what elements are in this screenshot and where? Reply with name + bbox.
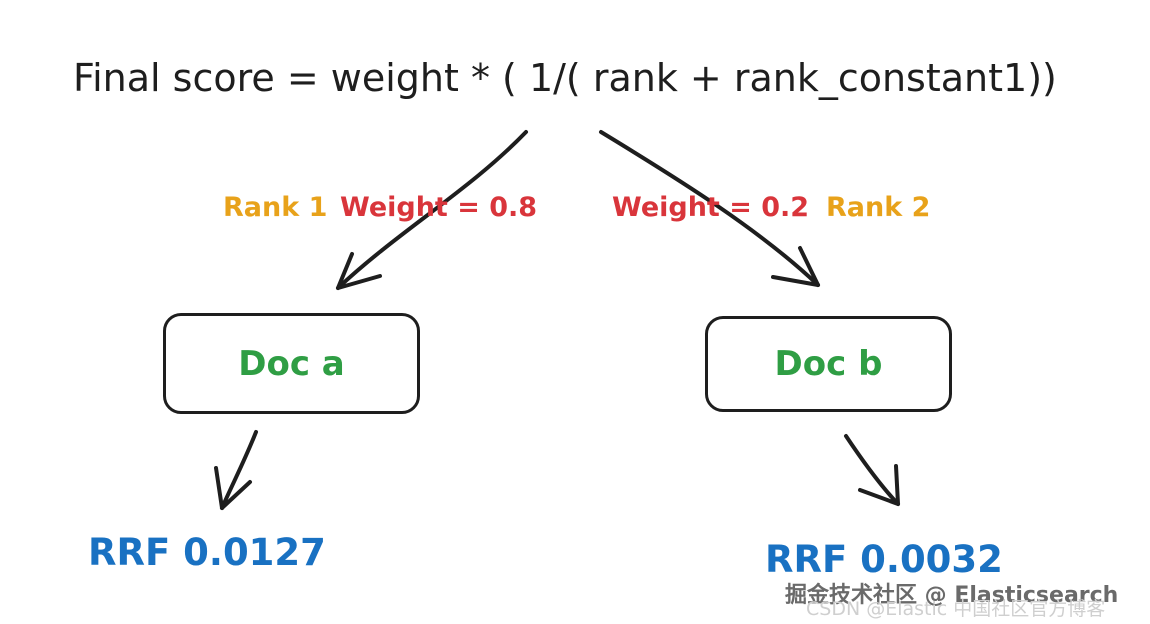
arrow-head-rrf-a bbox=[214, 466, 252, 510]
arrow-head-doc-a bbox=[336, 252, 382, 290]
arrow-doc-a-to-rrf bbox=[220, 430, 258, 510]
watermark-csdn: CSDN @Elastic 中国社区官方博客 bbox=[806, 598, 1106, 620]
arrow-head-doc-b bbox=[771, 246, 820, 287]
rrf-doc-b: RRF 0.0032 bbox=[765, 538, 1003, 581]
doc-a-box: Doc a bbox=[163, 313, 420, 414]
rank-1-label: Rank 1 bbox=[223, 192, 328, 223]
arrow-head-rrf-b bbox=[858, 464, 900, 506]
doc-b-label: Doc b bbox=[774, 344, 883, 384]
final-score-formula: Final score = weight * ( 1/( rank + rank… bbox=[73, 56, 1057, 100]
watermark-juejin: 掘金技术社区 @ Elasticsearch bbox=[785, 583, 1119, 608]
weight-0-8-label: Weight = 0.8 bbox=[340, 192, 538, 223]
doc-b-box: Doc b bbox=[705, 316, 952, 412]
rrf-doc-a: RRF 0.0127 bbox=[88, 531, 326, 574]
arrow-formula-to-doc-b bbox=[599, 130, 820, 287]
arrow-formula-to-doc-a bbox=[336, 130, 528, 290]
rank-2-label: Rank 2 bbox=[826, 192, 931, 223]
doc-a-label: Doc a bbox=[238, 343, 345, 384]
weight-0-2-label: Weight = 0.2 bbox=[612, 192, 810, 223]
arrow-doc-b-to-rrf bbox=[844, 434, 900, 506]
